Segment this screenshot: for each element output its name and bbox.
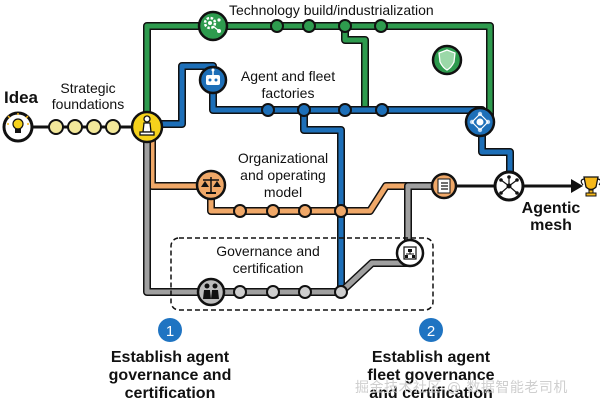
- governance-stations: [233, 285, 348, 299]
- technology-stations: [270, 19, 388, 33]
- org-chart-icon: [395, 238, 425, 268]
- gear-network-icon: [197, 10, 229, 42]
- step-2-label-line3: and certification: [369, 385, 493, 402]
- step-1-marker: 1: [158, 318, 182, 342]
- org-label-line2: and operating: [240, 167, 326, 183]
- step-2-label-line2: fleet governance: [367, 367, 494, 384]
- agent-stations: [261, 103, 389, 117]
- governance-label-line2: certification: [233, 260, 304, 276]
- step-2-marker: 2: [419, 318, 443, 342]
- step-1-label-line3: certification: [125, 385, 216, 402]
- step-2-number: 2: [427, 323, 435, 340]
- governance-label-line1: Governance and: [216, 243, 320, 259]
- technology-label: Technology build/industrialization: [229, 2, 434, 18]
- agentic-mesh-label-line1: Agentic: [522, 200, 581, 217]
- organizational-line: [148, 126, 449, 215]
- robot-icon: [198, 65, 228, 95]
- org-label-line3: model: [264, 184, 302, 200]
- org-label-line1: Organizational: [238, 150, 328, 166]
- idea-label: Idea: [4, 88, 39, 107]
- strategic-label-line1: Strategic: [60, 80, 115, 96]
- lightbulb-icon: [2, 111, 34, 143]
- agent-label-line2: factories: [262, 85, 315, 101]
- hub-network-icon: [464, 106, 496, 138]
- strategic-label-line2: foundations: [52, 96, 124, 112]
- watermark-text: 掘金技术社区 @ 数据智能老司机: [355, 380, 568, 396]
- chess-piece-icon: [130, 110, 164, 144]
- agent-label-line1: Agent and fleet: [241, 68, 335, 84]
- step-1-label-line2: governance and: [109, 367, 232, 384]
- strategic-stations: [48, 119, 121, 135]
- shield-icon: [431, 44, 463, 76]
- governance-dashed-box: [170, 237, 434, 311]
- step-2-label-line1: Establish agent: [372, 349, 491, 366]
- step-1-number: 1: [166, 323, 174, 340]
- mesh-to-goal-arrow: [524, 179, 583, 193]
- agentic-mesh-label-line2: mesh: [530, 217, 572, 234]
- checklist-icon: [430, 172, 458, 200]
- scales-icon: [195, 169, 227, 201]
- agentic-mesh-node: [493, 170, 525, 202]
- organizational-stations: [233, 204, 348, 218]
- step-1-label-line1: Establish agent: [111, 349, 230, 366]
- trophy-icon: [580, 176, 600, 197]
- people-icon: [196, 277, 226, 307]
